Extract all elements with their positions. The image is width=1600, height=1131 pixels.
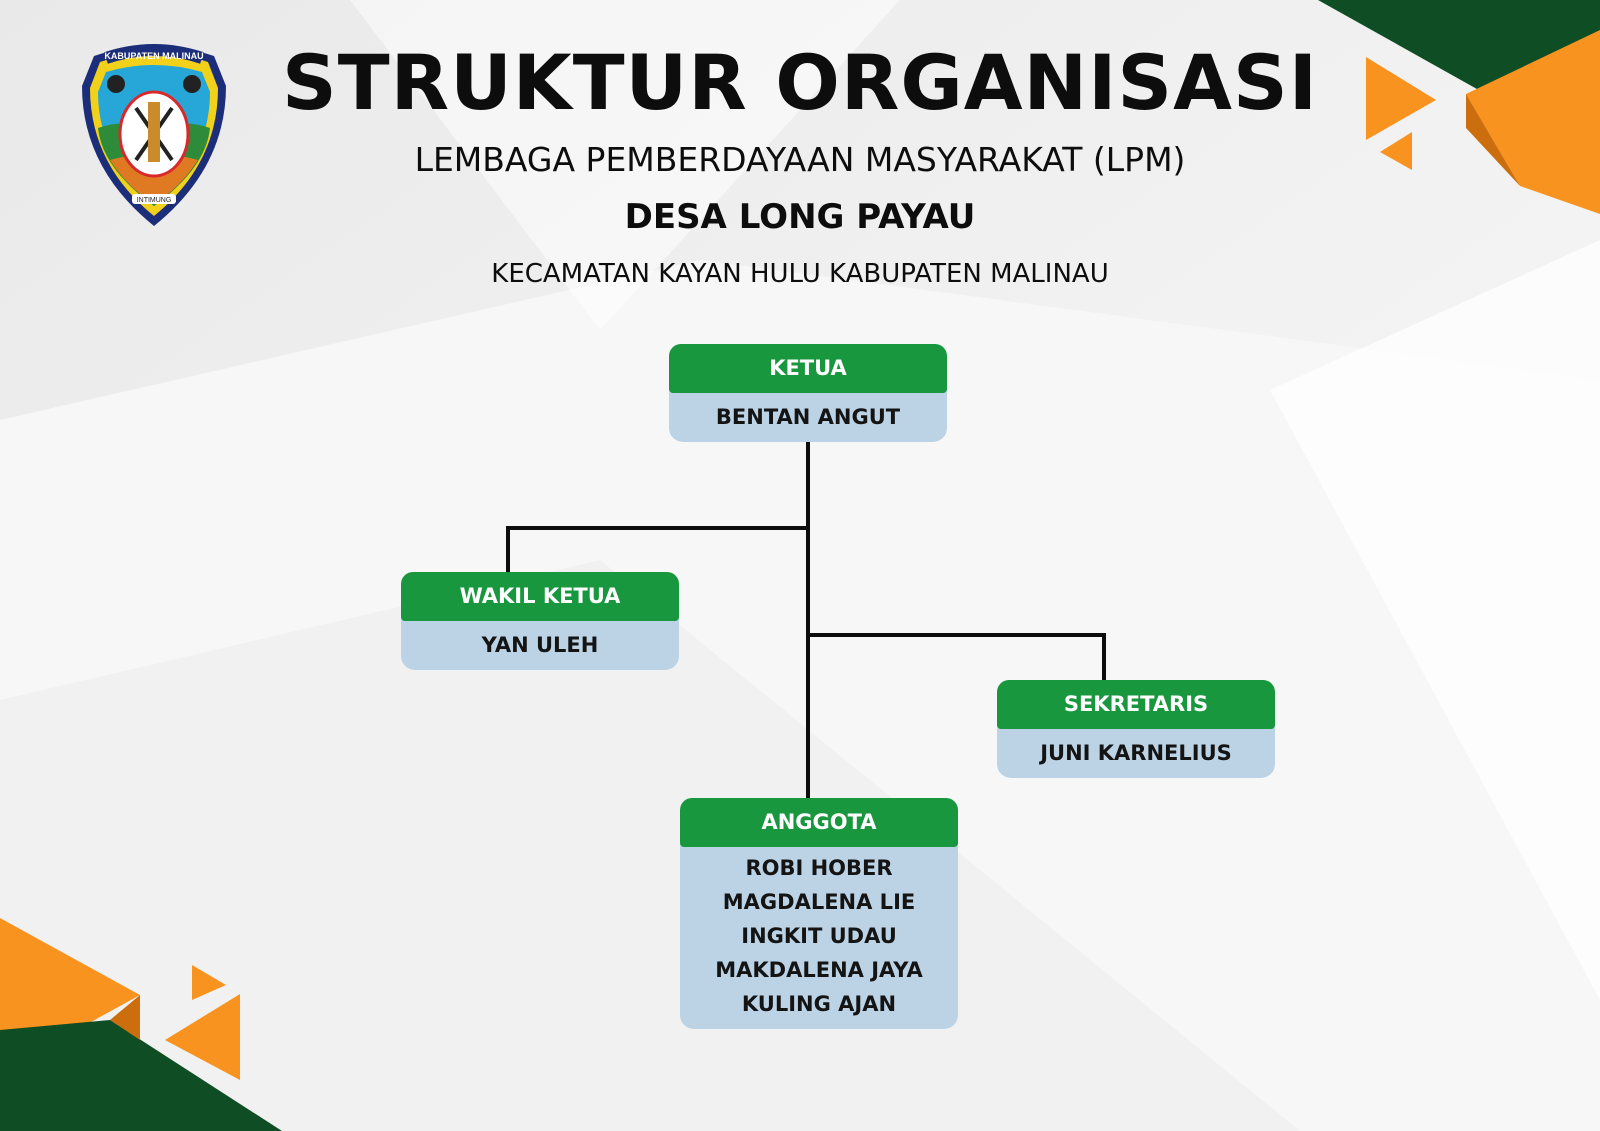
role-anggota: ANGGOTA <box>680 798 958 847</box>
village-name: DESA LONG PAYAU <box>624 197 976 237</box>
page-subtitle: LEMBAGA PEMBERDAYAAN MASYARAKAT (LPM) <box>414 140 1186 179</box>
node-sekretaris: SEKRETARIS JUNI KARNELIUS <box>997 680 1275 778</box>
node-wakil-ketua: WAKIL KETUA YAN ULEH <box>401 572 679 670</box>
role-wakil-ketua: WAKIL KETUA <box>401 572 679 621</box>
logo-motto: INTIMUNG <box>137 197 172 204</box>
member-name: KULING AJAN <box>741 992 897 1016</box>
name-sekretaris: JUNI KARNELIUS <box>997 723 1275 778</box>
role-ketua: KETUA <box>669 344 947 393</box>
triangle-orange-icon <box>1366 57 1436 140</box>
member-name: MAKDALENA JAYA <box>715 958 923 982</box>
kabupaten-malinau-logo: KABUPATEN MALINAU INTIMUNG <box>82 44 226 226</box>
name-ketua: BENTAN ANGUT <box>669 387 947 442</box>
triangle-orange-bottom-icon <box>165 994 240 1080</box>
page-title: STRUKTUR ORGANISASI <box>281 38 1319 127</box>
role-sekretaris: SEKRETARIS <box>997 680 1275 729</box>
corner-shape-dark-green-bottom <box>0 1020 282 1131</box>
corner-shape-orange <box>1466 30 1600 214</box>
name-wakil-ketua: YAN ULEH <box>401 615 679 670</box>
anggota-members: ROBI HOBER MAGDALENA LIE INGKIT UDAU MAK… <box>680 841 958 1029</box>
district-name: KECAMATAN KAYAN HULU KABUPATEN MALINAU <box>491 259 1109 289</box>
node-anggota: ANGGOTA ROBI HOBER MAGDALENA LIE INGKIT … <box>680 798 958 1029</box>
member-name: ROBI HOBER <box>745 856 893 880</box>
node-ketua: KETUA BENTAN ANGUT <box>669 344 947 442</box>
member-name: INGKIT UDAU <box>741 924 897 948</box>
member-name: MAGDALENA LIE <box>722 890 916 914</box>
logo-label: KABUPATEN MALINAU <box>104 51 203 61</box>
